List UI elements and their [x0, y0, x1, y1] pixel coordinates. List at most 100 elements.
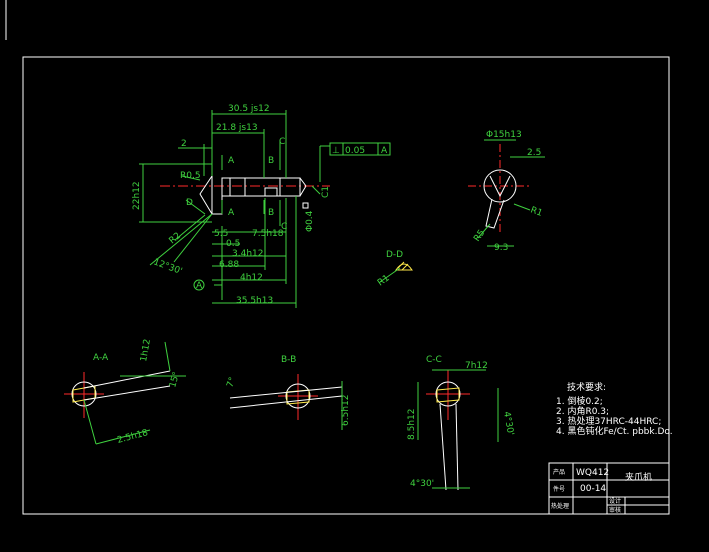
tb-product-code: WQ412 [576, 468, 609, 478]
mark-d: D [186, 198, 193, 208]
tb-part-no: 00-14 [580, 484, 606, 494]
dim-aa-15: 15° [168, 371, 182, 389]
view-bb [229, 374, 343, 430]
dim-c1: C1 [321, 186, 331, 198]
aa-arm-bottom [83, 385, 171, 401]
section-label-a-bottom: A [228, 208, 235, 218]
dim-bb-6-5: 6.5h12 [341, 395, 351, 426]
tol-datum: A [381, 146, 388, 156]
front-slot-a [229, 177, 246, 197]
front-body-outline [211, 176, 301, 215]
section-label-b-top: B [268, 156, 274, 166]
dim-5-5: 5.5 [214, 229, 228, 239]
cc-arm-right [455, 403, 459, 491]
dim-22: 22h12 [132, 181, 142, 210]
view-bb-label: B-B [281, 355, 296, 365]
datum-a-label: A [196, 281, 203, 291]
tol-value: 0.05 [345, 146, 365, 156]
dim-r2: R2 [168, 231, 184, 246]
tb-row3-label: 热处理 [551, 502, 569, 510]
section-label-c-top: C [279, 137, 285, 147]
end-r5-leader [477, 223, 491, 239]
dim-7-5: 7.5h18 [252, 229, 284, 239]
view-dd [379, 261, 413, 283]
drawing-border [22, 56, 670, 515]
front-dimensions [139, 110, 391, 308]
dim-30-5: 30.5 js12 [228, 104, 270, 114]
cc-circle [435, 381, 461, 407]
dim-21-8: 21.8 js13 [216, 123, 258, 133]
end-v-notch [489, 175, 511, 198]
end-view [468, 139, 545, 247]
dim-cc-7h12: 7h12 [465, 361, 488, 371]
dim-aa-1h12: 1h12 [139, 338, 153, 362]
dd-hatch-1 [397, 261, 405, 269]
dim-cc-4-30-b: 4°30' [410, 479, 434, 489]
bb-arm-top [229, 386, 343, 399]
aa-arm-top [83, 370, 171, 389]
dim-0-5: 0.5 [226, 239, 240, 249]
tb-part-label: 件号 [553, 485, 565, 493]
requirement-item-1: 1. 倒棱0.2; [556, 395, 603, 407]
view-cc [417, 369, 499, 491]
dim-phi15: Φ15h13 [486, 130, 522, 140]
bb-arm-bottom [229, 395, 343, 409]
bb-circle [285, 383, 311, 409]
view-aa [64, 341, 186, 445]
front-tip-top [299, 177, 307, 187]
flatness-icon: ⊥ [332, 146, 340, 156]
dim-cc-8-5: 8.5h12 [407, 409, 417, 440]
view-aa-label: A-A [93, 353, 109, 363]
aa-circle [71, 381, 97, 407]
dim-angle-12-30: 12°30' [152, 257, 184, 277]
requirements-heading: 技术要求: [567, 381, 606, 393]
dim-aa-2-5: 2.5h18 [116, 428, 149, 446]
tb-review-label: 审核 [609, 506, 621, 514]
dim-r1-a: R1 [529, 205, 544, 218]
dim-35-5: 35.5h13 [236, 296, 273, 306]
view-cc-label: C-C [426, 355, 442, 365]
requirement-item-2: 2. 内角R0.3; [556, 405, 609, 417]
cc-arm-left [439, 403, 447, 491]
dim-6-88: 6.88 [219, 260, 239, 270]
requirement-item-4: 4. 黑色钝化Fe/Ct. pbbk.Do. [556, 425, 673, 437]
front-view [160, 175, 330, 215]
aa-dim-2-5 [95, 429, 151, 445]
dim-r0-5: R0.5 [180, 171, 201, 181]
end-circle [483, 169, 517, 203]
requirement-item-3: 3. 热处理37HRC-44HRC; [556, 415, 661, 427]
front-tip-bottom [299, 185, 307, 197]
aa-ext-1 [83, 399, 97, 445]
tb-drawing-name: 夹爪机 [625, 471, 652, 483]
datum-a-circle [193, 279, 205, 291]
dim-bb-7: 7° [225, 376, 238, 389]
title-block-frame [548, 462, 670, 515]
r2-leader [174, 214, 206, 241]
end-arm [485, 198, 505, 229]
front-slot-b [264, 187, 278, 197]
aa-dim-1h12 [164, 341, 171, 372]
d-leader [185, 199, 206, 215]
tolerance-frame [329, 142, 391, 156]
front-chamfer [199, 175, 213, 215]
tb-product-label: 产品 [553, 468, 565, 476]
dd-hatch-2 [401, 263, 409, 271]
section-label-a-top: A [228, 156, 235, 166]
dim-3-4: 3.4h12 [232, 249, 263, 259]
dim-phi0-4: Φ0.4 [305, 210, 315, 232]
dim-4h12: 4h12 [240, 273, 263, 283]
dim-9-3: 9.3 [494, 243, 508, 253]
dim-2-5: 2.5 [527, 148, 541, 158]
section-label-b-bottom: B [268, 208, 274, 218]
section-label-c-bottom: C [281, 222, 287, 232]
dim-2: 2 [181, 139, 187, 149]
dim-cc-4-30-a: 4°30' [501, 411, 515, 437]
r0-5-leader [181, 175, 201, 181]
angle-leader [149, 213, 213, 266]
cc-hatch [436, 387, 460, 403]
c1-leader [311, 185, 321, 195]
dd-r1-leader [379, 267, 401, 283]
view-dd-label: D-D [386, 250, 403, 260]
end-r1-leader [513, 203, 531, 211]
